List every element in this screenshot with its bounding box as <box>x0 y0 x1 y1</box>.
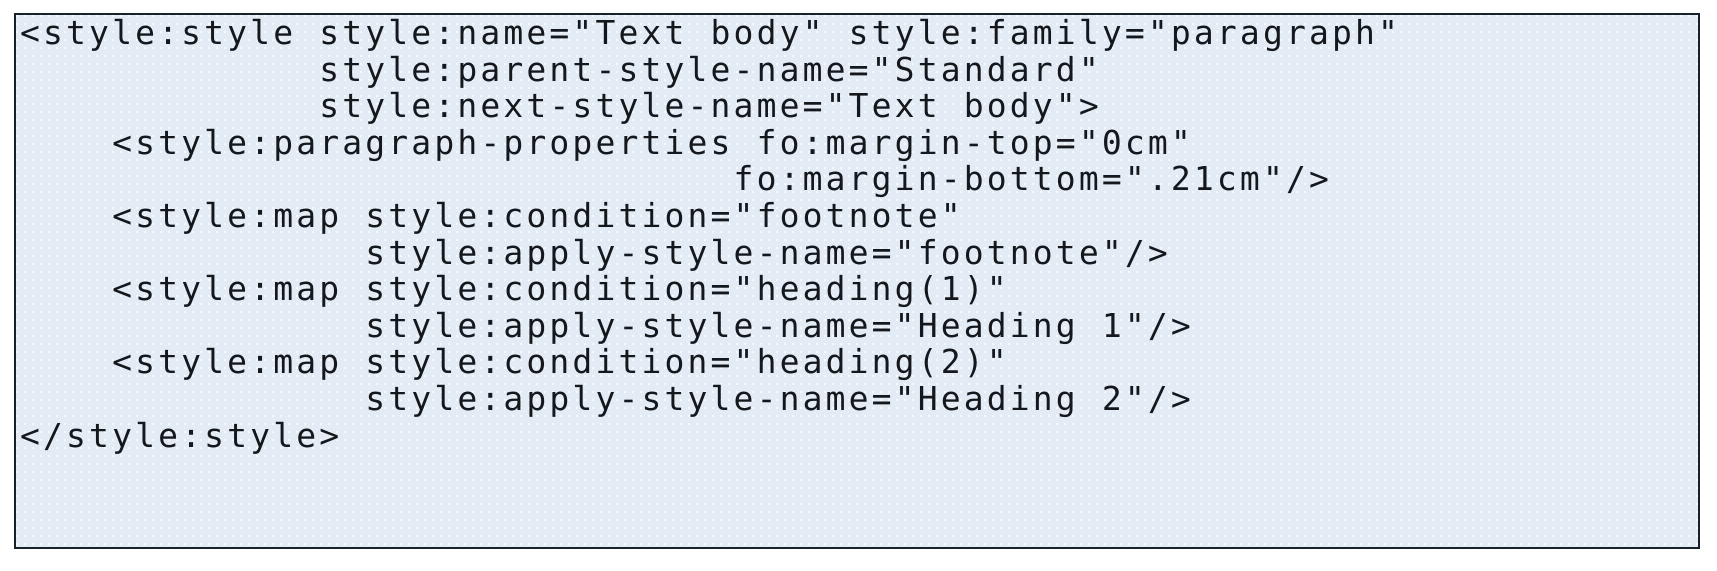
code-line: <style:map style:condition="footnote" <box>20 195 964 235</box>
code-block: <style:style style:name="Text body" styl… <box>20 15 1401 454</box>
code-line: <style:map style:condition="heading(2)" <box>20 342 1010 382</box>
code-line: style:next-style-name="Text body"> <box>20 86 1102 126</box>
code-line: <style:style style:name="Text body" styl… <box>20 13 1402 52</box>
code-line: <style:paragraph-properties fo:margin-to… <box>20 122 1194 162</box>
code-line: style:apply-style-name="footnote"/> <box>20 232 1171 272</box>
code-line: style:apply-style-name="Heading 2"/> <box>20 378 1194 418</box>
code-line: style:parent-style-name="Standard" <box>20 49 1102 89</box>
code-line: <style:map style:condition="heading(1)" <box>20 269 1010 309</box>
code-line: fo:margin-bottom=".21cm"/> <box>20 159 1333 199</box>
code-line: </style:style> <box>20 415 343 455</box>
code-line: style:apply-style-name="Heading 1"/> <box>20 305 1194 345</box>
code-listing-panel: <style:style style:name="Text body" styl… <box>14 13 1700 549</box>
